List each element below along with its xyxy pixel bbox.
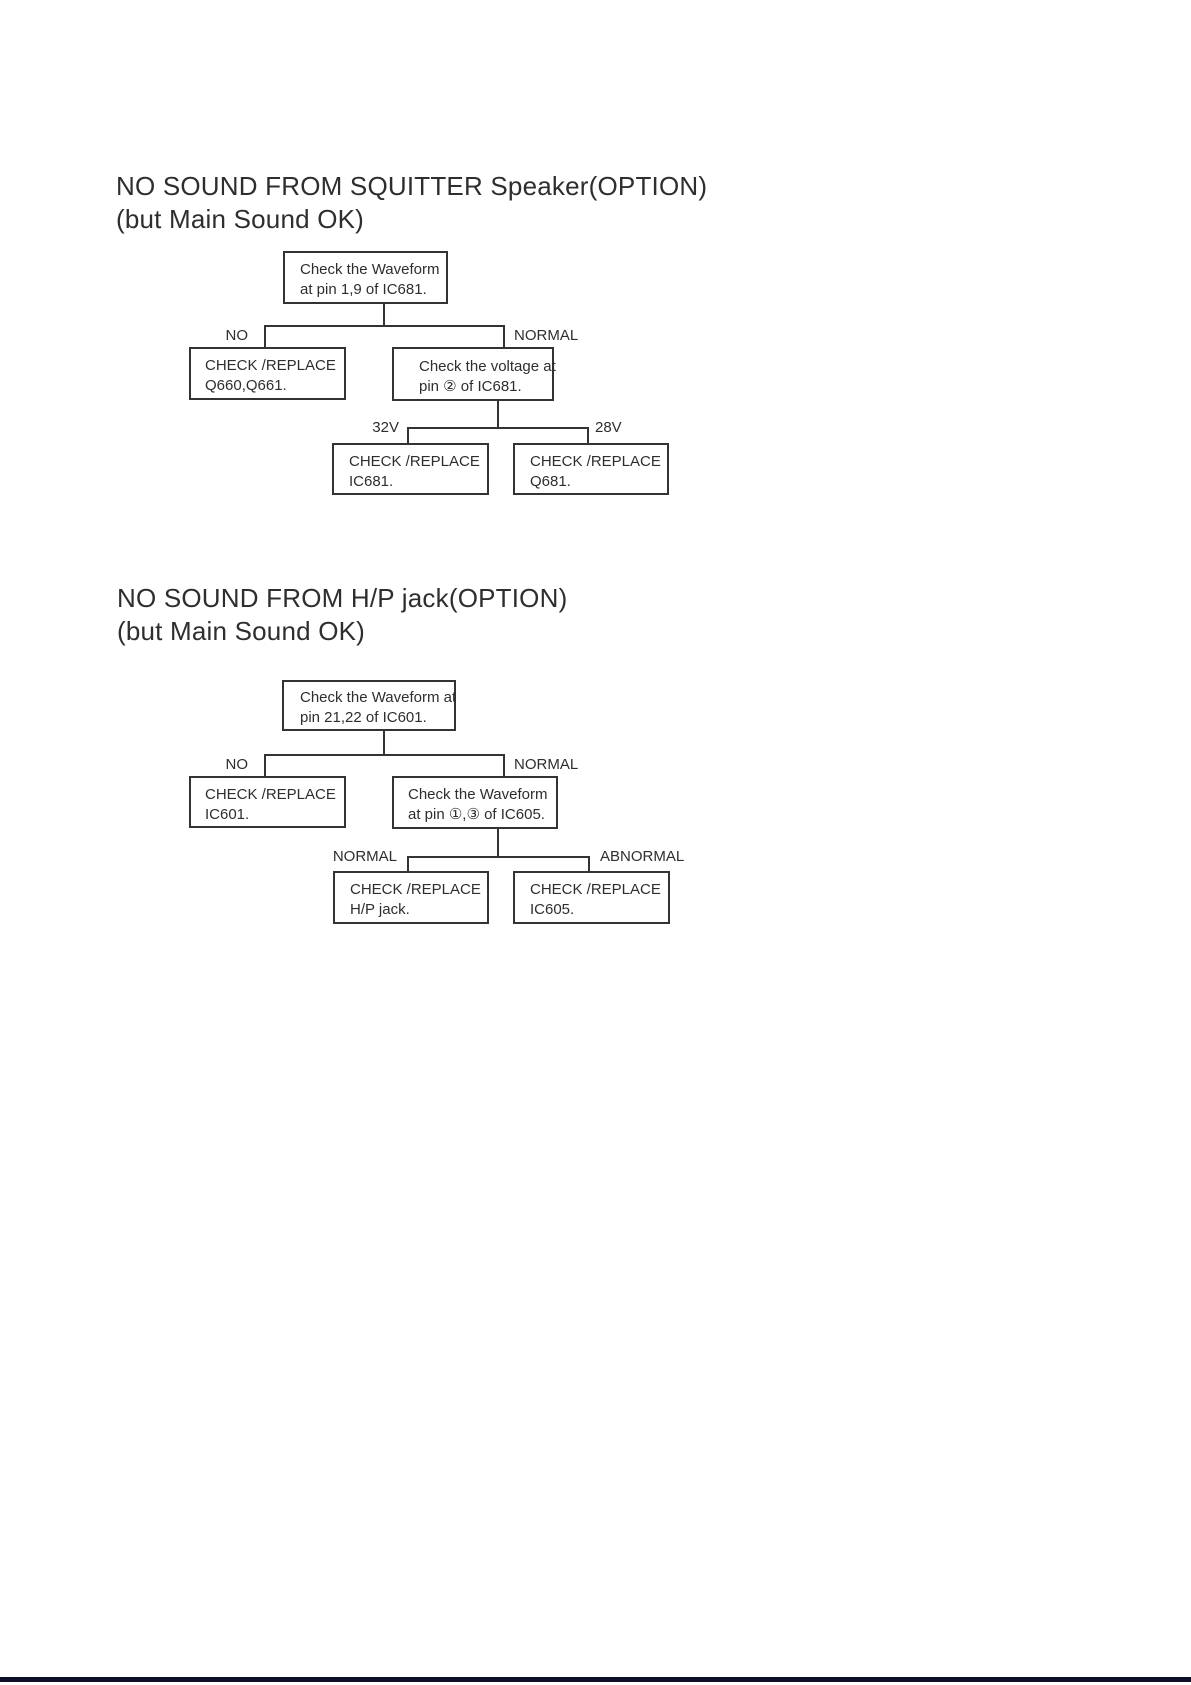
connector-line (407, 856, 590, 858)
title-line: NO SOUND FROM H/P jack(OPTION) (117, 583, 568, 613)
box-text-line: CHECK /REPLACE (349, 452, 480, 470)
decision-box-root: Check the Waveform at pin 1,9 of IC681. (283, 251, 448, 304)
branch-label-no: NO (225, 756, 249, 773)
branch-label-normal: NORMAL (514, 756, 579, 773)
connector-line (497, 829, 499, 856)
branch-label-28v: 28V (595, 419, 622, 436)
box-text-line: CHECK /REPLACE (530, 452, 661, 470)
connector-line (383, 730, 385, 754)
box-text-line: IC681. (349, 472, 394, 490)
action-box: CHECK /REPLACE Q660,Q661. (189, 347, 346, 400)
connector-line (407, 427, 589, 429)
footer-rule (0, 1677, 1191, 1682)
connector-line (264, 754, 266, 776)
connector-line (587, 427, 589, 443)
box-text-line: Q660,Q661. (205, 377, 287, 394)
title-line: (but Main Sound OK) (117, 616, 366, 646)
branch-label-32v: 32V (372, 419, 399, 436)
action-box: CHECK /REPLACE H/P jack. (333, 871, 489, 924)
title-line: NO SOUND FROM SQUITTER Speaker(OPTION) (116, 171, 708, 201)
connector-line (383, 303, 385, 325)
decision-box-root: Check the Waveform at pin 21,22 of IC601… (282, 680, 456, 731)
action-box: CHECK /REPLACE IC681. (332, 443, 489, 495)
action-box: CHECK /REPLACE IC601. (189, 776, 346, 828)
decision-box: Check the Waveform at pin ①,③ of IC605. (392, 776, 558, 829)
box-text-line: CHECK /REPLACE (530, 881, 661, 898)
box-text-line: CHECK /REPLACE (205, 785, 336, 803)
box-text-line: Check the Waveform (300, 261, 440, 278)
box-text-line: Check the voltage at (419, 357, 556, 375)
flowchart-title: NO SOUND FROM H/P jack(OPTION) (but Main… (117, 582, 567, 648)
box-text-line: Check the Waveform (408, 786, 548, 803)
box-text-line: CHECK /REPLACE (205, 357, 336, 374)
action-box: CHECK /REPLACE Q681. (513, 443, 669, 495)
connector-line (407, 427, 409, 443)
box-text-line: IC601. (205, 805, 250, 823)
connector-line (497, 401, 499, 427)
box-text-line: at pin ①,③ of IC605. (408, 806, 545, 823)
connector-line (264, 754, 505, 756)
box-text-line: pin ② of IC681. (419, 377, 522, 395)
title-line: (but Main Sound OK) (116, 204, 365, 234)
box-text-line: pin 21,22 of IC601. (300, 709, 427, 726)
flowchart-title: NO SOUND FROM SQUITTER Speaker(OPTION) (… (116, 170, 707, 236)
box-text-line: at pin 1,9 of IC681. (300, 281, 427, 298)
branch-label-normal: NORMAL (514, 327, 579, 344)
decision-box: Check the voltage at pin ② of IC681. (392, 347, 556, 401)
branch-label-normal: NORMAL (332, 848, 397, 865)
box-text-line: Check the Waveform at (300, 689, 457, 706)
box-text-line: H/P jack. (350, 901, 410, 918)
connector-line (407, 856, 409, 871)
connector-line (264, 325, 266, 347)
action-box: CHECK /REPLACE IC605. (513, 871, 670, 924)
connector-line (588, 856, 590, 871)
box-text-line: CHECK /REPLACE (350, 881, 481, 898)
branch-label-no: NO (225, 327, 249, 344)
box-text-line: Q681. (530, 472, 571, 490)
connector-line (503, 325, 505, 347)
box-text-line: IC605. (530, 901, 575, 918)
branch-label-abnormal: ABNORMAL (600, 848, 685, 865)
connector-line (264, 325, 505, 327)
connector-line (503, 754, 505, 776)
